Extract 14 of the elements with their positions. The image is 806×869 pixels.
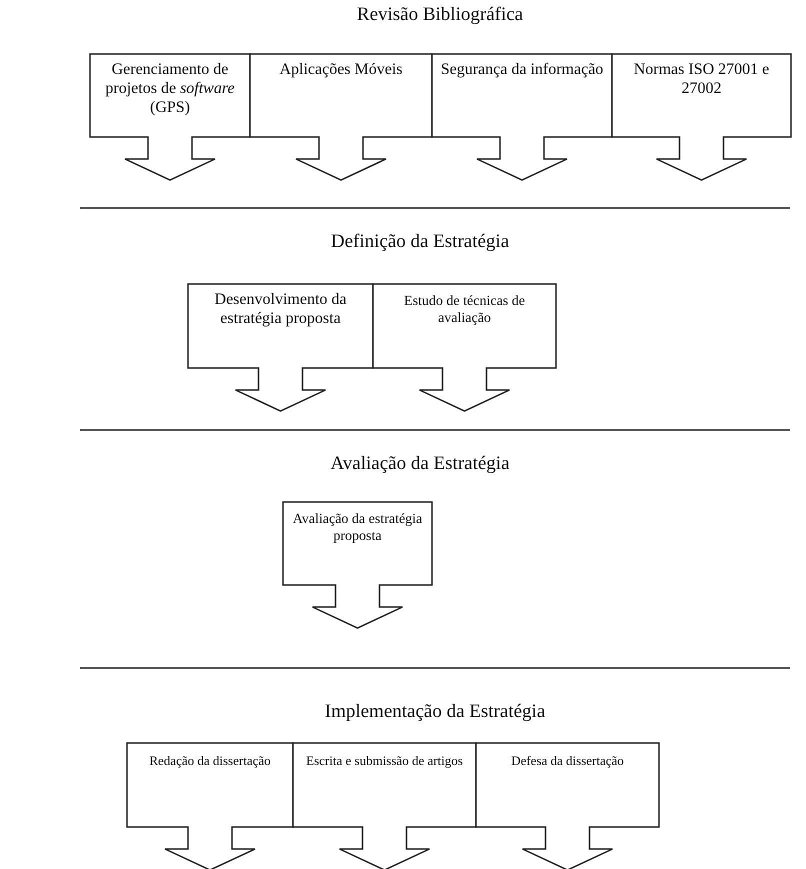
step-text: Estudo de técnicas de avaliação	[403, 294, 526, 328]
step-text: Normas ISO 27001 e 27002	[632, 60, 770, 98]
step-text: Defesa da dissertação	[510, 753, 625, 769]
step-text: Redação da dissertação	[148, 753, 272, 769]
section-heading: Avaliação da Estratégia	[330, 453, 510, 475]
step-text: Gerenciamento de projetos de software (GPS)	[104, 60, 236, 118]
section-heading: Implementação da Estratégia	[324, 701, 546, 723]
step-text: Segurança da informação	[440, 60, 604, 80]
step-text: Aplicações Móveis	[278, 60, 404, 80]
section-heading: Revisão Bibliográfica	[356, 4, 524, 26]
section-heading: Definição da Estratégia	[330, 231, 510, 253]
step-text: Escrita e submissão de artigos	[305, 753, 464, 769]
step-text: Avaliação da estratégia proposta	[292, 512, 424, 546]
step-text: Desenvolvimento da estratégia proposta	[214, 290, 348, 328]
